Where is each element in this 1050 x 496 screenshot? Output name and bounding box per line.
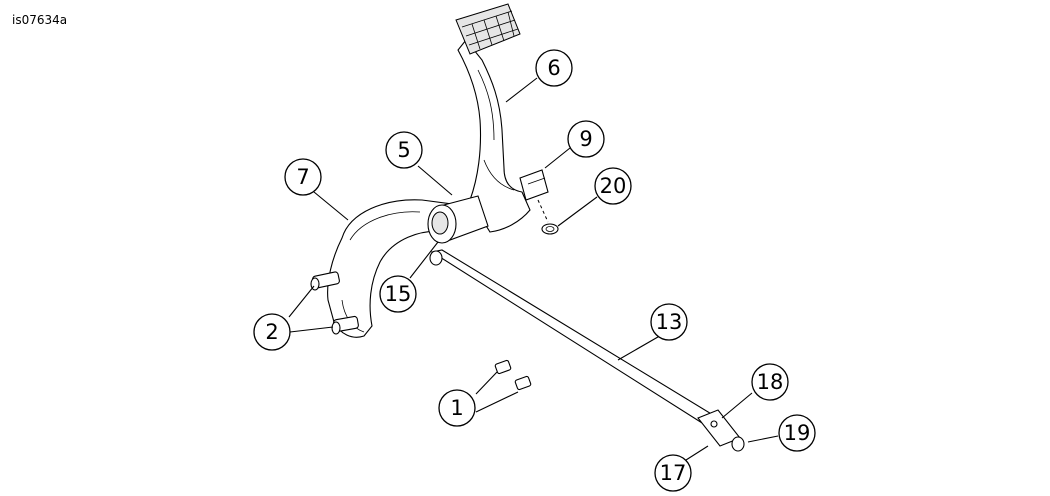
callout-5: 5 (385, 131, 423, 169)
svg-text:6: 6 (547, 56, 560, 80)
svg-text:13: 13 (656, 310, 683, 334)
mounting-bracket (327, 199, 453, 338)
brake-pedal-arm (457, 39, 531, 233)
svg-text:18: 18 (757, 370, 784, 394)
pivot-hub (427, 195, 489, 244)
mounting-stud-lower (331, 315, 359, 335)
svg-text:19: 19 (784, 421, 811, 445)
figure-id: is07634a (12, 13, 68, 27)
callout-7: 7 (284, 158, 322, 196)
callouts: 1 2 5 6 7 9 13 15 (253, 49, 816, 492)
shaft-end-lever (697, 409, 745, 452)
callout-9: 9 (567, 120, 605, 158)
svg-text:17: 17 (660, 461, 687, 485)
svg-text:5: 5 (397, 138, 410, 162)
callout-13: 13 (650, 303, 688, 341)
callout-18: 18 (751, 363, 789, 401)
callout-1: 1 (438, 389, 476, 427)
svg-text:1: 1 (450, 396, 463, 420)
svg-text:7: 7 (296, 165, 309, 189)
svg-text:15: 15 (385, 282, 412, 306)
nut-lower (514, 375, 532, 391)
callout-2: 2 (253, 313, 291, 351)
callout-19: 19 (778, 414, 816, 452)
svg-text:20: 20 (600, 174, 627, 198)
nut-upper (494, 359, 512, 375)
parts-drawing (310, 3, 745, 452)
washer (541, 223, 559, 235)
brake-pedal-pad (455, 3, 521, 55)
mounting-stud-upper (310, 271, 340, 291)
svg-text:9: 9 (579, 127, 592, 151)
callout-15: 15 (379, 275, 417, 313)
clevis (519, 169, 549, 223)
callout-20: 20 (594, 167, 632, 205)
svg-text:2: 2 (265, 320, 278, 344)
callout-17: 17 (654, 454, 692, 492)
callout-6: 6 (535, 49, 573, 87)
